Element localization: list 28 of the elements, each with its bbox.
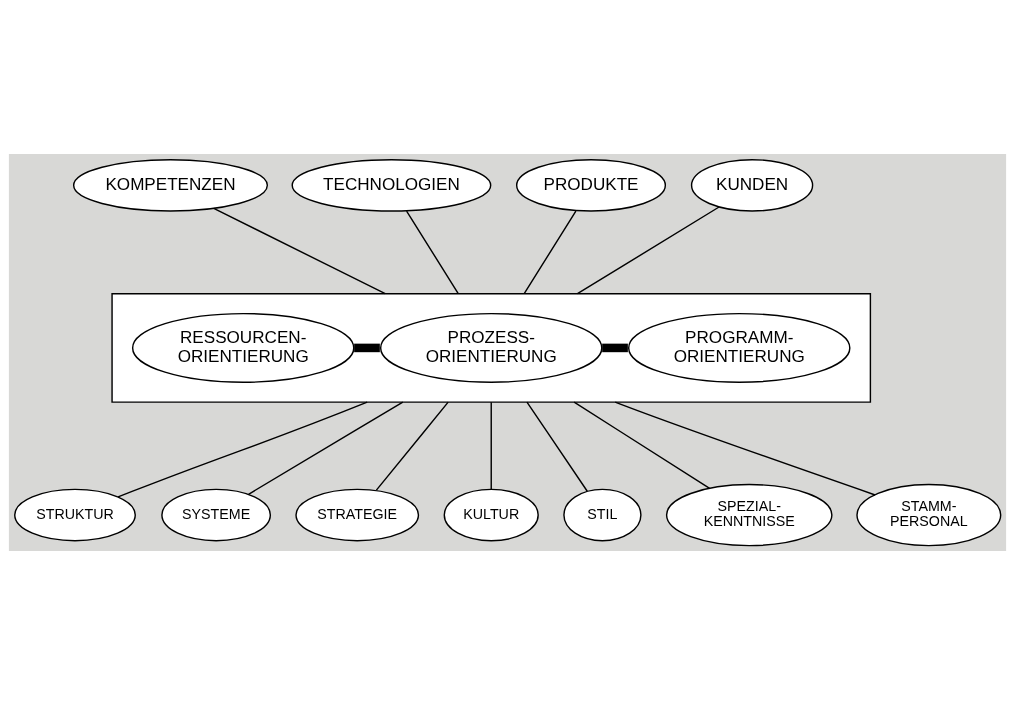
connector	[523, 209, 577, 294]
node-ellipse: SPEZIAL- KENNTNISSE	[665, 483, 833, 546]
node-ellipse: KOMPETENZEN	[72, 158, 269, 212]
node-ellipse: TECHNOLOGIEN	[291, 158, 492, 212]
node-ellipse: KULTUR	[443, 488, 539, 541]
connector	[213, 207, 386, 294]
connector	[375, 400, 449, 491]
connector	[576, 205, 720, 294]
connector	[405, 209, 459, 294]
node-ellipse: SYSTEME	[161, 488, 272, 541]
connector	[614, 400, 876, 496]
cluster	[111, 292, 872, 403]
node-ellipse: PROZESS- ORIENTIERUNG	[379, 312, 603, 383]
connector	[490, 400, 492, 490]
node-ellipse: RESSOURCEN- ORIENTIERUNG	[131, 312, 355, 383]
connector	[573, 400, 711, 489]
node-ellipse: STRUKTUR	[14, 488, 136, 541]
connector	[117, 400, 368, 498]
node-ellipse: PROGRAMM- ORIENTIERUNG	[628, 312, 851, 383]
connector	[602, 343, 628, 352]
connector	[526, 400, 588, 492]
node-ellipse: STRATEGIE	[295, 488, 420, 541]
node-ellipse: STAMM- PERSONAL	[856, 483, 1002, 546]
connector	[247, 400, 404, 495]
node-ellipse: STIL	[563, 488, 642, 541]
node-ellipse: PRODUKTE	[515, 158, 667, 212]
node-ellipse: KUNDEN	[690, 158, 814, 212]
connector	[354, 343, 380, 352]
